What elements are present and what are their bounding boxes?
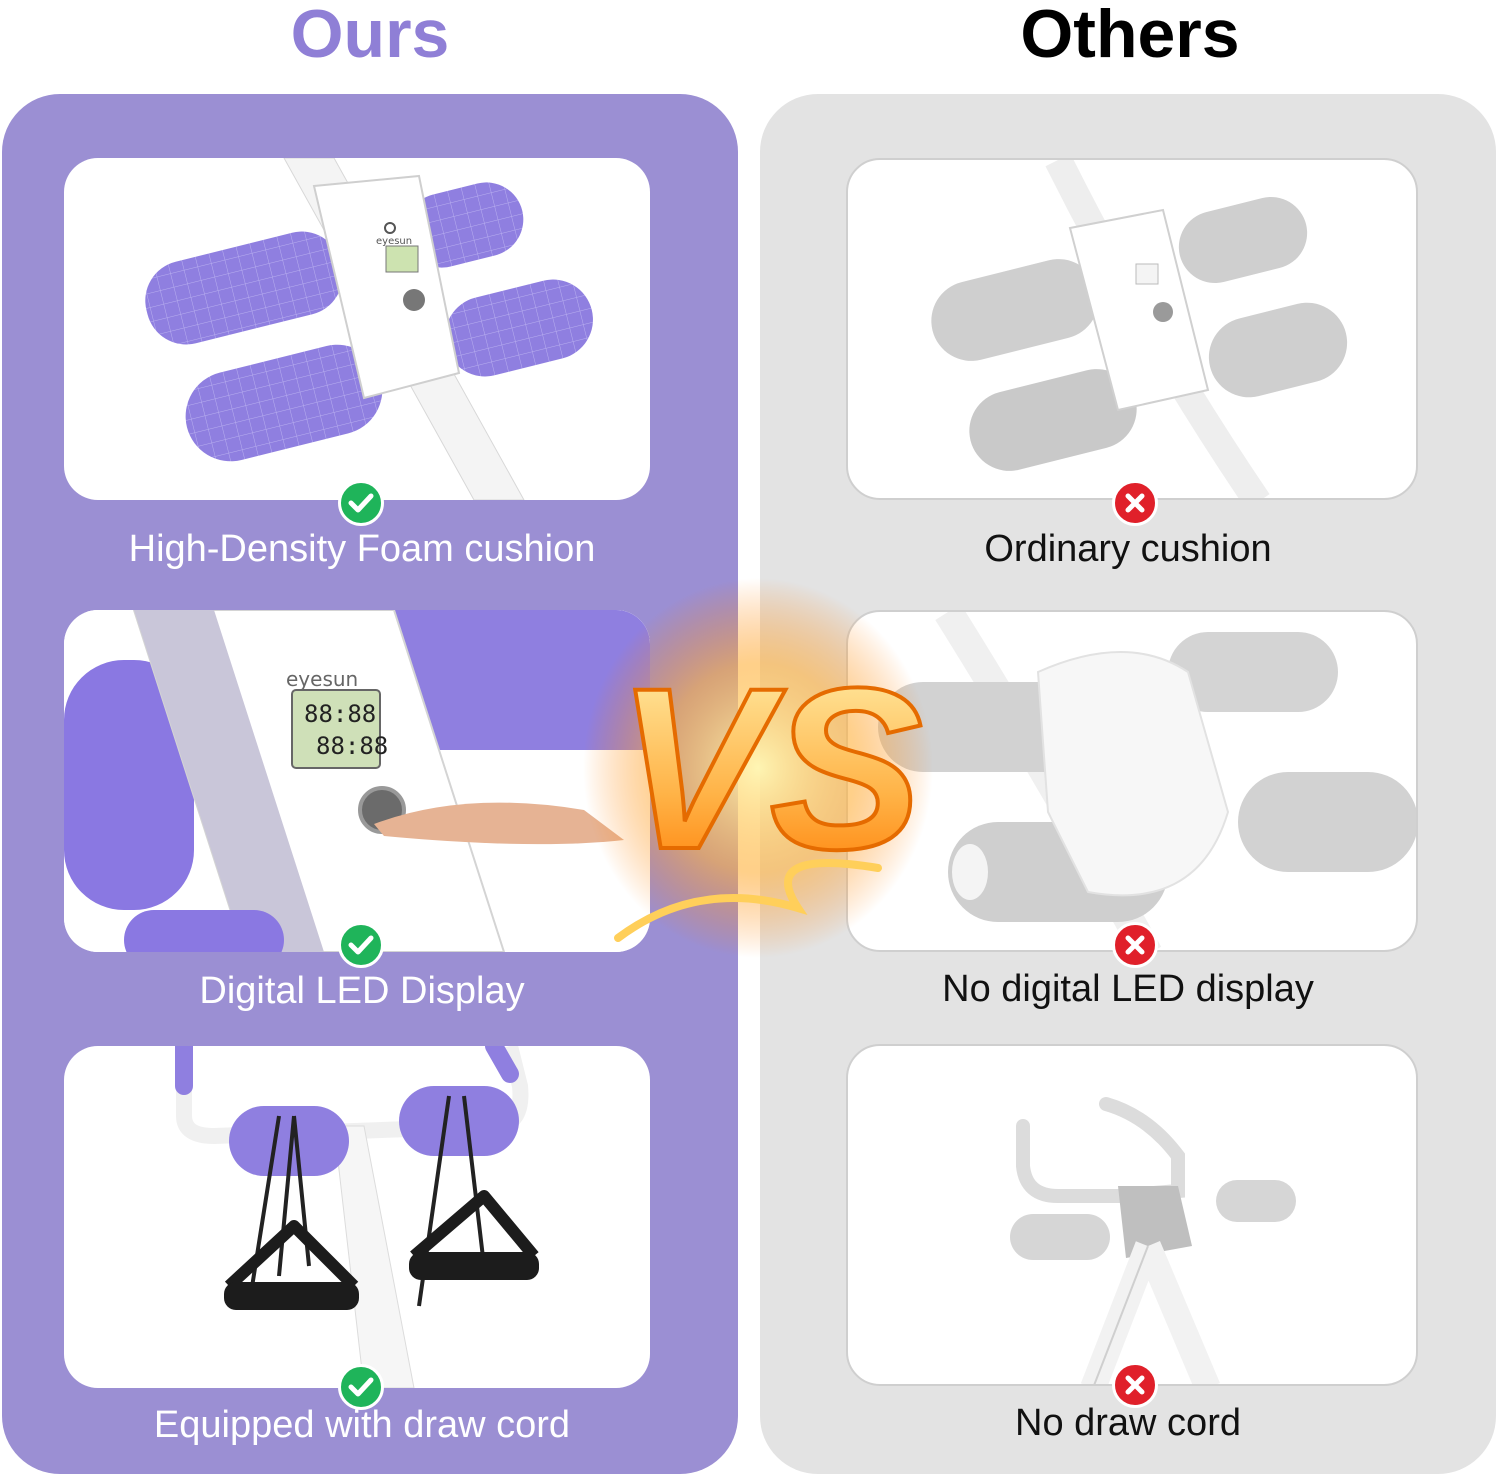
- ours-brand-small: eyesun: [376, 236, 412, 247]
- ours-title: Ours: [290, 0, 450, 72]
- vs-text: VS: [616, 640, 923, 897]
- cross-badge: [1112, 480, 1158, 526]
- others-feature-1-label: Ordinary cushion: [984, 528, 1272, 570]
- check-icon: [348, 935, 374, 955]
- ours-feature-3-label: Equipped with draw cord: [153, 1404, 571, 1446]
- vs-flame-emblem: VS: [583, 578, 933, 958]
- cross-icon: [1125, 493, 1145, 513]
- led-readout-top: 88:88: [304, 700, 376, 728]
- cross-badge: [1112, 1362, 1158, 1408]
- others-no-display-image: [846, 610, 1418, 952]
- check-badge: [338, 480, 384, 526]
- check-icon: [348, 493, 374, 513]
- ours-led-display-image: 88:88 88:88 eyesun: [64, 610, 650, 952]
- ours-feature-1-label: High-Density Foam cushion: [128, 528, 596, 570]
- led-readout-bottom: 88:88: [316, 732, 388, 760]
- check-icon: [348, 1377, 374, 1397]
- check-badge: [338, 1364, 384, 1410]
- ours-feature-2-label: Digital LED Display: [199, 970, 525, 1012]
- cross-badge: [1112, 922, 1158, 968]
- others-feature-3-label: No draw cord: [1015, 1402, 1241, 1444]
- others-no-cord-image: [846, 1044, 1418, 1386]
- others-ordinary-cushion-image: [846, 158, 1418, 500]
- ours-draw-cord-image: [64, 1046, 650, 1388]
- check-badge: [338, 922, 384, 968]
- ours-foam-cushion-image: eyesun: [64, 158, 650, 500]
- others-feature-2-label: No digital LED display: [942, 968, 1314, 1010]
- others-title: Others: [1020, 0, 1240, 72]
- ours-brand-logo: eyesun: [286, 667, 358, 691]
- cross-icon: [1125, 1375, 1145, 1395]
- cross-icon: [1125, 935, 1145, 955]
